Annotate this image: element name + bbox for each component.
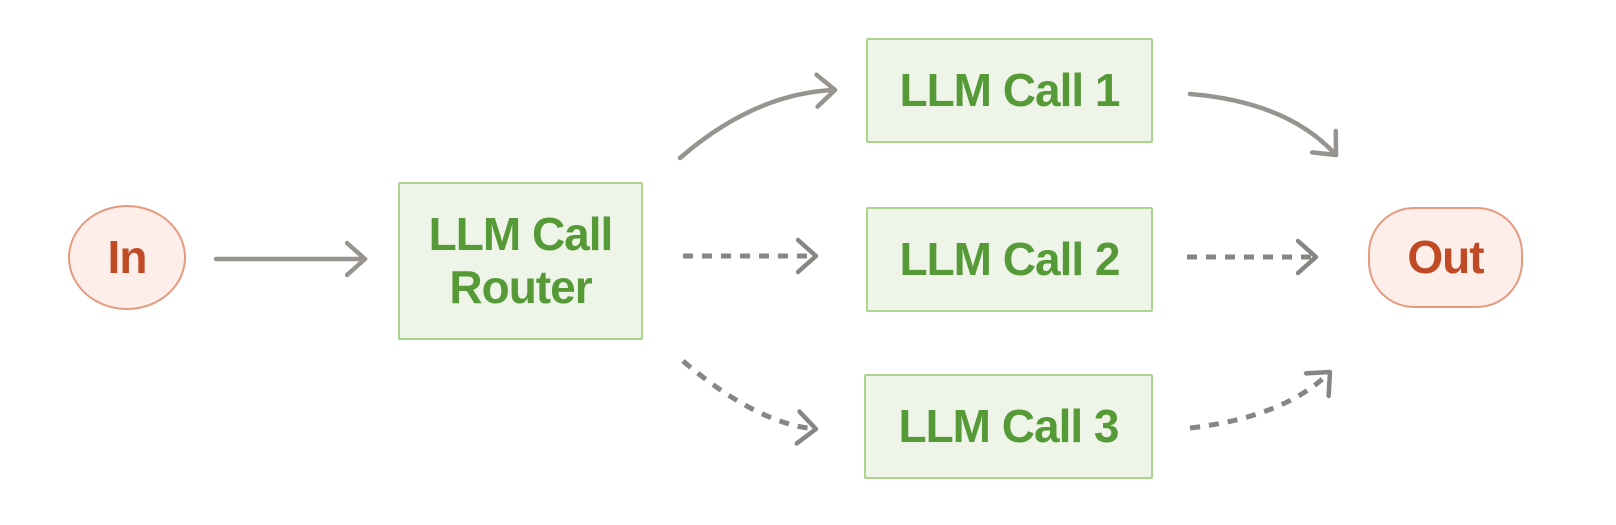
node-in: In	[68, 205, 186, 310]
node-out: Out	[1368, 207, 1523, 308]
edge-call1-out	[1187, 91, 1339, 158]
node-llm-call-router-label: LLM Call Router	[428, 208, 614, 313]
node-llm-call-3-label: LLM Call 3	[898, 400, 1119, 453]
edge-router-call1	[677, 90, 838, 161]
node-llm-call-2: LLM Call 2	[866, 207, 1153, 312]
node-llm-call-1: LLM Call 1	[866, 38, 1153, 143]
node-llm-call-3: LLM Call 3	[864, 374, 1153, 479]
node-llm-call-1-label: LLM Call 1	[899, 64, 1120, 117]
node-llm-call-router: LLM Call Router	[398, 182, 643, 340]
edge-router-call3	[681, 359, 816, 429]
node-llm-call-2-label: LLM Call 2	[899, 233, 1120, 286]
node-in-label: In	[107, 231, 148, 284]
node-out-label: Out	[1407, 231, 1484, 284]
edge-call3-out	[1189, 372, 1330, 431]
